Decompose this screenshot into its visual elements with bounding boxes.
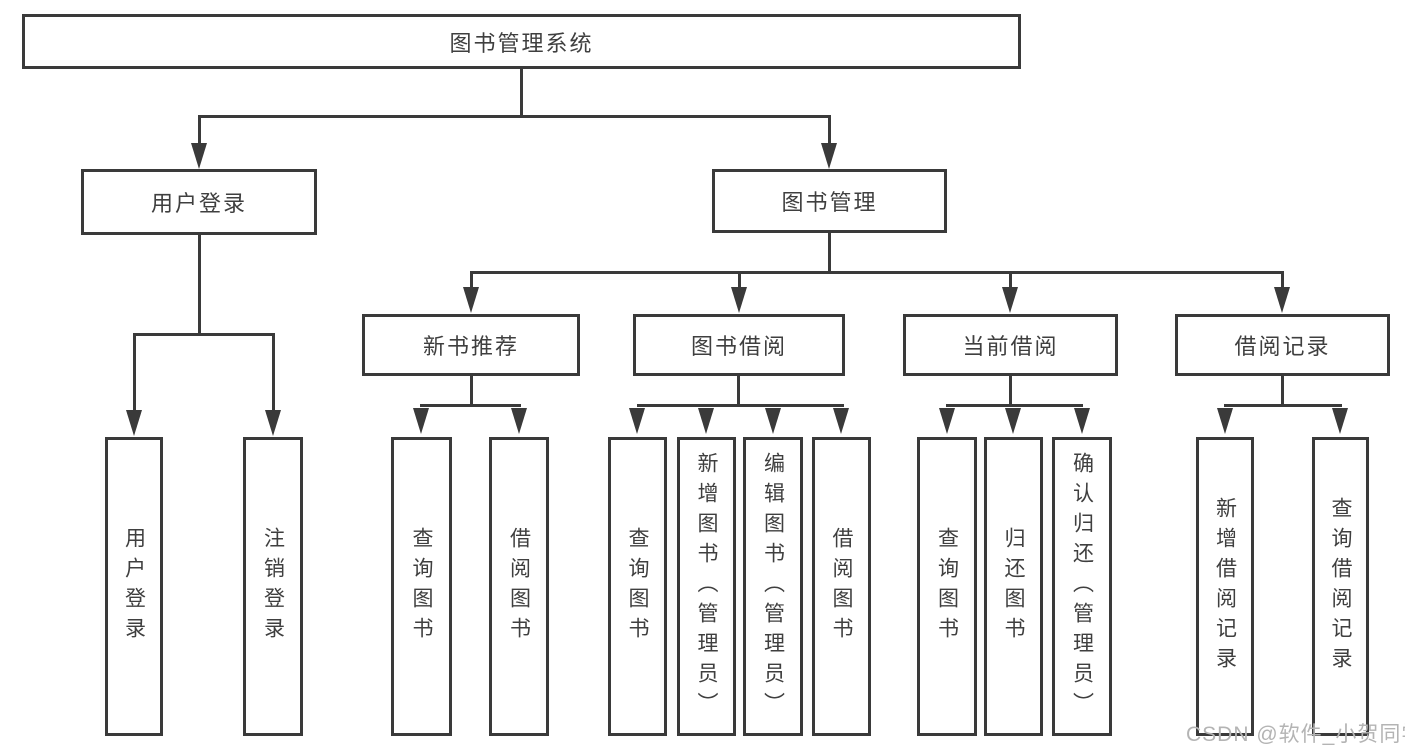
node-label: 编辑图书（管理员）: [761, 451, 785, 722]
arrow-down-icon: [833, 408, 849, 434]
node-label: 用户登录: [122, 526, 146, 647]
edge-bookmgmt-stub-1: [470, 271, 473, 288]
node-nbr-borrow-books: 借阅图书: [489, 437, 549, 736]
arrow-down-icon: [126, 410, 142, 436]
arrow-down-icon: [1217, 408, 1233, 434]
arrow-down-icon: [731, 287, 747, 313]
node-label: 新增借阅记录: [1213, 496, 1237, 677]
edge-bb-vline: [737, 376, 740, 407]
edge-cb-hline: [946, 404, 1083, 407]
node-book-borrowing: 图书借阅: [633, 314, 845, 376]
node-label: 查询图书: [626, 526, 649, 647]
arrow-down-icon: [698, 408, 714, 434]
arrow-down-icon: [629, 408, 645, 434]
edge-bookmgmt-stub-2: [738, 271, 741, 288]
node-bb-borrow-books: 借阅图书: [812, 437, 871, 736]
edge-root-stub-right: [828, 115, 831, 145]
node-root: 图书管理系统: [22, 14, 1021, 69]
arrow-down-icon: [939, 408, 955, 434]
node-borrowing-records: 借阅记录: [1175, 314, 1390, 376]
node-cb-return-books: 归还图书: [984, 437, 1043, 736]
node-br-query-record: 查询借阅记录: [1312, 437, 1369, 736]
node-login: 用户登录: [105, 437, 163, 736]
node-br-add-record: 新增借阅记录: [1196, 437, 1254, 736]
edge-bb-hline: [637, 404, 844, 407]
edge-userlogin-vline: [198, 235, 201, 336]
edge-bookmgmt-stub-3: [1009, 271, 1012, 288]
arrow-down-icon: [1002, 287, 1018, 313]
arrow-down-icon: [1274, 287, 1290, 313]
node-label: 借阅图书: [830, 526, 853, 647]
node-bb-query-books: 查询图书: [608, 437, 667, 736]
node-label: 注销登录: [261, 526, 285, 647]
edge-bookmgmt-vline: [828, 233, 831, 274]
edge-nbr-hline: [420, 404, 521, 407]
edge-root-stub-left: [198, 115, 201, 145]
node-label: 查询借阅记录: [1329, 496, 1352, 677]
node-cb-confirm-return: 确认归还（管理员）: [1052, 437, 1112, 736]
node-logout: 注销登录: [243, 437, 303, 736]
node-label: 新增图书（管理员）: [695, 451, 718, 722]
edge-root-vline: [520, 69, 523, 118]
arrow-down-icon: [191, 143, 207, 169]
node-label: 借阅图书: [507, 526, 531, 647]
node-book-management: 图书管理: [712, 169, 947, 233]
node-user-login: 用户登录: [81, 169, 317, 235]
arrow-down-icon: [1332, 408, 1348, 434]
edge-root-hline: [198, 115, 831, 118]
edge-br-hline: [1224, 404, 1342, 407]
node-current-borrowing: 当前借阅: [903, 314, 1118, 376]
edge-bookmgmt-hline: [470, 271, 1284, 274]
node-bb-edit-books: 编辑图书（管理员）: [743, 437, 803, 736]
edge-userlogin-stub-2: [272, 333, 275, 411]
arrow-down-icon: [265, 410, 281, 436]
arrow-down-icon: [765, 408, 781, 434]
node-bb-add-books: 新增图书（管理员）: [677, 437, 736, 736]
edge-userlogin-hline: [133, 333, 275, 336]
arrow-down-icon: [821, 143, 837, 169]
edge-cb-vline: [1009, 376, 1012, 407]
node-label: 确认归还（管理员）: [1070, 451, 1094, 722]
arrow-down-icon: [413, 408, 429, 434]
node-new-book-recommend: 新书推荐: [362, 314, 580, 376]
arrow-down-icon: [1005, 408, 1021, 434]
watermark: CSDN @软件_小贺同学: [1186, 723, 1405, 746]
node-label: 查询图书: [410, 526, 433, 647]
edge-nbr-vline: [470, 376, 473, 407]
edge-bookmgmt-stub-4: [1281, 271, 1284, 288]
node-label: 归还图书: [1002, 526, 1025, 647]
edge-br-vline: [1281, 376, 1284, 407]
edge-userlogin-stub-1: [133, 333, 136, 411]
arrow-down-icon: [463, 287, 479, 313]
node-label: 查询图书: [935, 526, 959, 647]
arrow-down-icon: [1074, 408, 1090, 434]
node-cb-query-books: 查询图书: [917, 437, 977, 736]
arrow-down-icon: [511, 408, 527, 434]
node-nbr-query-books: 查询图书: [391, 437, 452, 736]
